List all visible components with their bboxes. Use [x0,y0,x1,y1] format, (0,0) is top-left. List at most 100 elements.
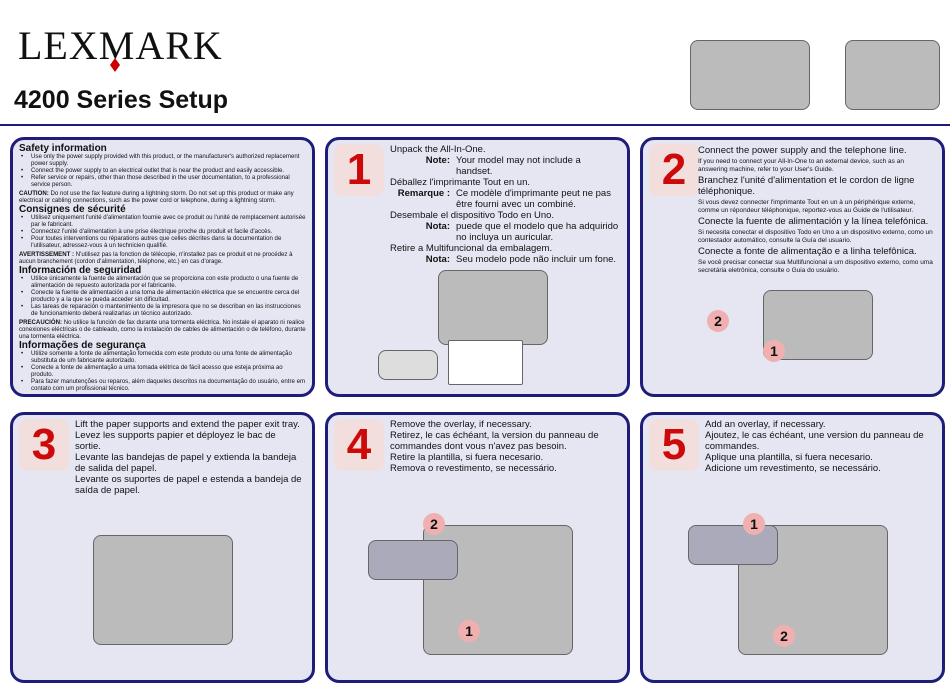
safety-item: Utilize somente a fonte de alimentação f… [19,350,306,364]
safety-item: Pour toutes interventions ou réparations… [19,235,306,249]
step-note: Si necesita conectar el dispositivo Todo… [698,229,933,244]
step-note: Si vous devez connecter l'imprimante Tou… [698,199,916,214]
printer-tray-image [93,535,233,645]
step-note: Se você precisar conectar sua Multifunci… [698,259,933,274]
overlay-image [688,525,778,565]
logo-diamond [110,58,120,72]
printer-image [845,40,940,110]
note-label: Note: [425,155,450,166]
step-heading: Branchez l'unité d'alimentation et le co… [698,175,915,197]
safety-item: Connect the power supply to an electrica… [19,167,306,174]
page-title: 4200 Series Setup [14,86,229,114]
note-label: Nota: [425,254,450,265]
warning-text: Não utilize o recurso de fax durante uma… [19,394,294,397]
step-text: Levez les supports papier et déployez le… [75,430,276,452]
step-text: Levante os suportes de papel e estenda a… [75,474,302,496]
step-number: 4 [334,419,384,471]
step-heading: Conecte a fonte de alimentação e a linha… [698,246,917,257]
safety-heading: Informações de segurança [19,340,146,351]
note-text: Ce modèle d'imprimante peut ne pas être … [456,188,611,210]
step-content: Remove the overlay, if necessary. Retire… [390,419,619,474]
lexmark-logo: LEXMARK [18,23,223,68]
step-number: 3 [19,419,69,471]
step-text: Unpack the All-In-One. [390,144,486,155]
step-text: Aplique una plantilla, si fuera necesari… [705,452,873,463]
safety-item: Las tareas de reparación o mantenimiento… [19,303,306,317]
note: Remarque : Ce modèle d'imprimante peut ne… [390,188,619,210]
note-text: Seu modelo pode não incluir um fone. [456,254,617,265]
safety-item: Conecte la fuente de alimentación a una … [19,289,306,303]
note-label: Remarque : [397,188,450,199]
step-text: Déballez l'imprimante Tout en un. [390,177,530,188]
step-number: 1 [334,144,384,196]
safety-warning: CAUTION: Do not use the fax feature duri… [19,190,306,204]
warning-label: ATENÇÃO: [19,394,51,397]
step-number: 2 [649,144,699,196]
step-3-panel: 3 Lift the paper supports and extend the… [10,412,315,683]
unpacked-printer-image [438,270,548,345]
step-text: Retire la plantilla, si fuera necesario. [390,452,544,463]
header-rule [0,124,950,126]
safety-item: Conecte a fonte de alimentação a uma tom… [19,364,306,378]
warning-label: PRECAUCIÓN: [19,319,62,326]
safety-warning: PRECAUCIÓN: No utilice la función de fax… [19,319,306,340]
printer-with-handset-image [690,40,810,110]
step-text: Adicione um revestimento, se necessário. [705,463,881,474]
step-content: Connect the power supply and the telepho… [698,144,934,276]
callout-1: 1 [743,513,765,535]
note: Nota: puede que el modelo que ha adquirid… [390,221,619,243]
safety-item: Utilice únicamente la fuente de alimenta… [19,275,306,289]
safety-list: Utilice únicamente la fuente de alimenta… [19,275,306,317]
callout-1: 1 [763,340,785,362]
overlay-image [378,350,438,380]
step-content: Lift the paper supports and extend the p… [75,419,304,496]
step-content: Add an overlay, if necessary. Ajoutez, l… [705,419,934,474]
step-2-panel: 2 Connect the power supply and the telep… [640,137,945,397]
safety-item: Para fazer manutenções ou reparos, além … [19,378,306,392]
note-label: Nota: [425,221,450,232]
step-heading: Connect the power supply and the telepho… [698,145,907,156]
warning-text: No utilice la función de fax durante una… [19,319,306,340]
warning-text: Do not use the fax feature during a ligh… [19,190,294,204]
step-text: Remove the overlay, if necessary. [390,419,532,430]
note-text: puede que el modelo que ha adquirido no … [456,221,619,243]
callout-1: 1 [458,620,480,642]
safety-list: Use only the power supply provided with … [19,153,306,188]
note-text: Your model may not include a handset. [456,155,581,177]
note: Note: Your model may not include a handse… [390,155,619,177]
safety-panel: Safety informationUse only the power sup… [10,137,315,397]
step-content: Unpack the All-In-One. Note: Your model m… [390,144,619,265]
warning-label: AVERTISSEMENT : [19,251,75,258]
step-text: Levante las bandejas de papel y extienda… [75,452,297,474]
callout-2: 2 [707,310,729,332]
safety-warning: AVERTISSEMENT : N'utilisez pas la foncti… [19,251,306,265]
safety-heading: Safety information [19,143,107,154]
safety-heading: Consignes de sécurité [19,204,126,215]
step-1-panel: 1 Unpack the All-In-One. Note: Your model… [325,137,630,397]
warning-label: CAUTION: [19,190,49,197]
safety-heading: Información de seguridad [19,265,142,276]
safety-list: Utilisez uniquement l'unité d'alimentati… [19,214,306,249]
step-5-panel: 5 Add an overlay, if necessary. Ajoutez,… [640,412,945,683]
overlay-image [368,540,458,580]
step-text: Lift the paper supports and extend the p… [75,419,300,430]
note: Nota: Seu modelo pode não incluir um fone… [390,254,619,265]
step-text: Desembale el dispositivo Todo en Uno. [390,210,555,221]
step-text: Ajoutez, le cas échéant, une version du … [705,430,924,452]
step-heading: Conecte la fuente de alimentación y la l… [698,216,929,227]
step-text: Retirez, le cas échéant, la version du p… [390,430,599,452]
callout-2: 2 [423,513,445,535]
step-text: Remova o revestimento, se necessário. [390,463,557,474]
safety-item: Connectez l'unité d'alimentation à une p… [19,228,306,235]
safety-item: Use only the power supply provided with … [19,153,306,167]
step-text: Retire a Multifuncional da embalagem. [390,243,553,254]
warning-text: N'utilisez pas la fonction de télécopie,… [19,251,293,265]
step-text: Add an overlay, if necessary. [705,419,826,430]
step-number: 5 [649,419,699,471]
safety-warning: ATENÇÃO: Não utilize o recurso de fax du… [19,394,306,397]
step-4-panel: 4 Remove the overlay, if necessary. Reti… [325,412,630,683]
safety-content: Safety informationUse only the power sup… [19,143,306,397]
safety-list: Utilize somente a fonte de alimentação f… [19,350,306,392]
callout-2: 2 [773,625,795,647]
safety-item: Utilisez uniquement l'unité d'alimentati… [19,214,306,228]
